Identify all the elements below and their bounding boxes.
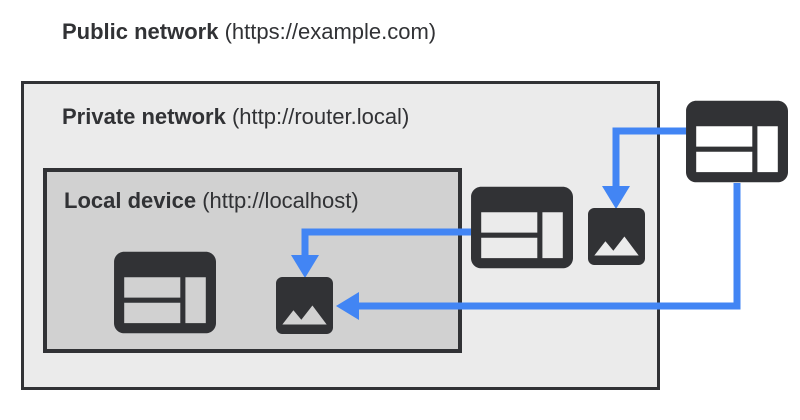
arrow-public-to-local-image bbox=[359, 183, 741, 310]
browser-window-icon bbox=[114, 251, 216, 334]
local-device-label: Local device (http://localhost) bbox=[64, 187, 359, 215]
public-network-label: Public network (https://example.com) bbox=[62, 18, 436, 46]
arrow-public-to-private-image bbox=[612, 127, 686, 186]
private-network-name: Private network bbox=[62, 104, 226, 129]
public-network-name: Public network bbox=[62, 19, 219, 44]
image-resource-icon bbox=[276, 277, 333, 334]
local-device-zone bbox=[43, 168, 462, 353]
private-network-label: Private network (http://router.local) bbox=[62, 103, 409, 131]
browser-window-icon bbox=[471, 186, 573, 269]
private-network-url: (http://router.local) bbox=[231, 104, 410, 129]
arrowhead-down-local-image bbox=[291, 255, 319, 278]
public-network-url: (https://example.com) bbox=[224, 19, 437, 44]
local-device-name: Local device bbox=[64, 188, 197, 213]
arrow-private-to-local-image bbox=[301, 228, 471, 255]
browser-window-icon bbox=[686, 100, 788, 183]
arrowhead-left-local-image bbox=[336, 292, 359, 320]
image-resource-icon bbox=[588, 208, 645, 265]
local-device-url: (http://localhost) bbox=[202, 188, 359, 213]
arrowhead-down-private-image bbox=[602, 186, 630, 209]
